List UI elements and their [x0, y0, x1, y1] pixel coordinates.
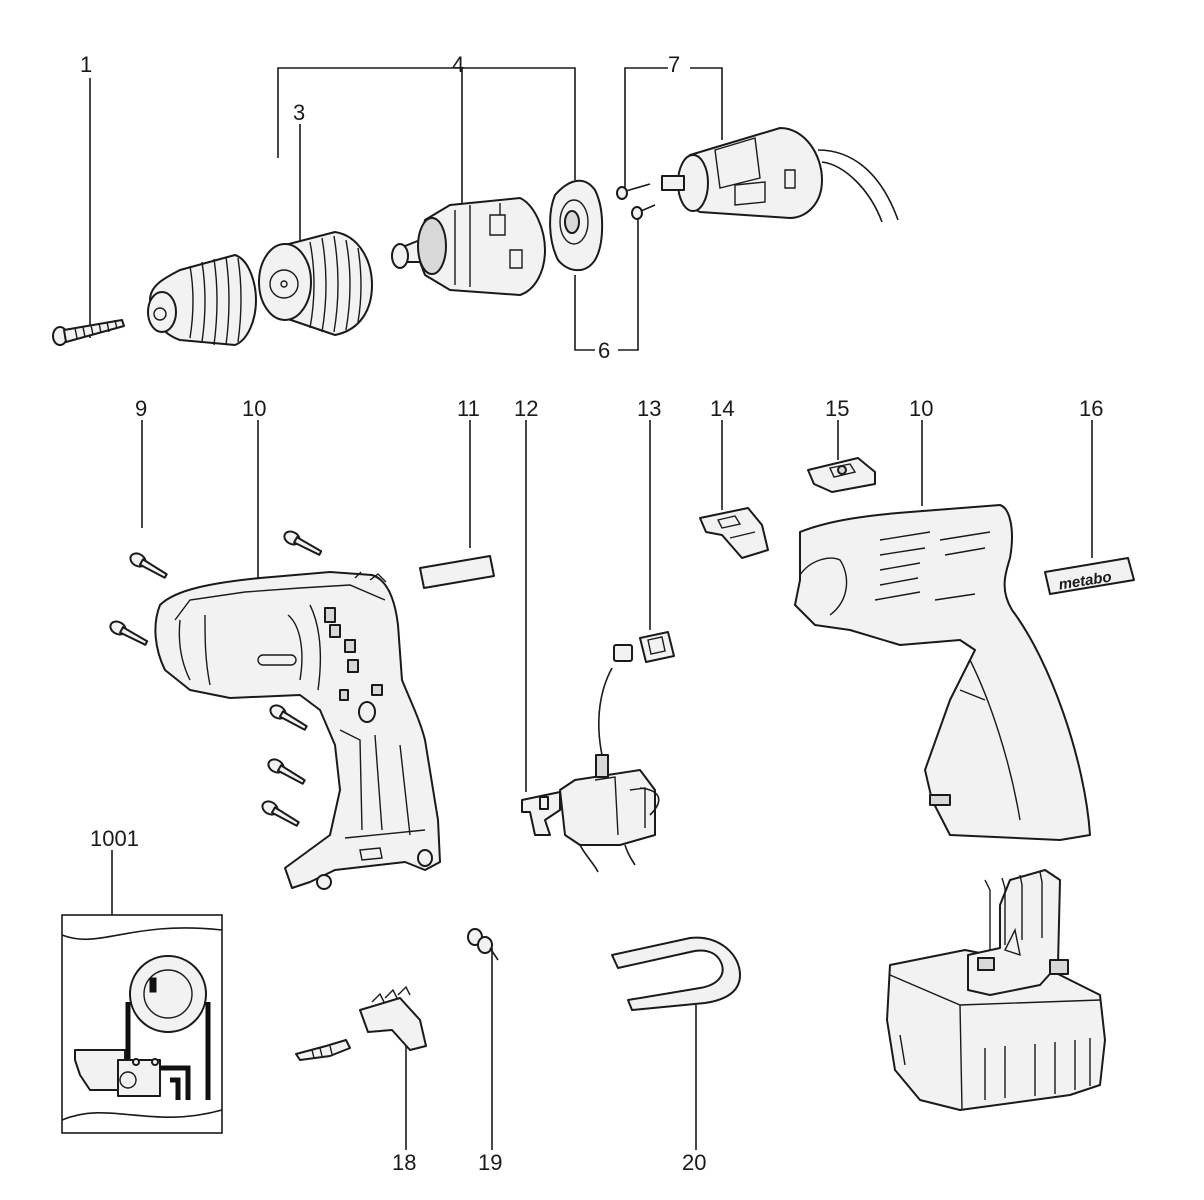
- callout-3: 3: [293, 100, 305, 125]
- callout-14: 14: [710, 396, 734, 421]
- callout-18: 18: [392, 1150, 416, 1175]
- part-bit: [295, 1039, 351, 1061]
- part-label-11: [419, 555, 495, 589]
- leader-lines: [89, 67, 1093, 1150]
- callout-20: 20: [682, 1150, 706, 1175]
- callout-12: 12: [514, 396, 538, 421]
- part-screw-1: [52, 319, 125, 346]
- callout-6: 6: [598, 338, 610, 363]
- callout-19: 19: [478, 1150, 502, 1175]
- part-housing-right-10: [794, 504, 1091, 841]
- part-switch-12: [521, 644, 660, 873]
- part-battery-pack: [886, 869, 1106, 1111]
- part-bracket-20: [611, 936, 741, 1011]
- callout-10-left: 10: [242, 396, 266, 421]
- callout-10-right: 10: [909, 396, 933, 421]
- part-wiring-inset-1001: [61, 914, 223, 1134]
- part-motor: [661, 127, 899, 223]
- callout-labels: 1 3 4 6 7 9 10 11 12 13 14 15 10 16 1001…: [80, 52, 1103, 1175]
- part-chuck-front: [147, 254, 257, 346]
- part-clip-15: [807, 457, 876, 493]
- part-chuck-sleeve-3: [258, 231, 373, 336]
- part-ring-6: [549, 179, 604, 272]
- callout-1001: 1001: [90, 826, 139, 851]
- part-contact-block-18: [359, 985, 427, 1051]
- part-logo-plate-16: metabo: [1044, 557, 1135, 595]
- callout-15: 15: [825, 396, 849, 421]
- callout-1: 1: [80, 52, 92, 77]
- callout-9: 9: [135, 396, 147, 421]
- part-slider-14: [699, 507, 769, 559]
- callout-13: 13: [637, 396, 661, 421]
- part-screws-7: [616, 183, 656, 220]
- part-spring-19: [467, 928, 499, 961]
- callout-11: 11: [457, 396, 480, 421]
- part-housing-left-10: [154, 571, 441, 890]
- callout-7: 7: [668, 52, 680, 77]
- callout-16: 16: [1079, 396, 1103, 421]
- part-screws-9: [109, 530, 323, 827]
- part-pad-13: [639, 631, 675, 663]
- callout-4: 4: [452, 52, 464, 77]
- part-gearbox-4: [391, 197, 546, 296]
